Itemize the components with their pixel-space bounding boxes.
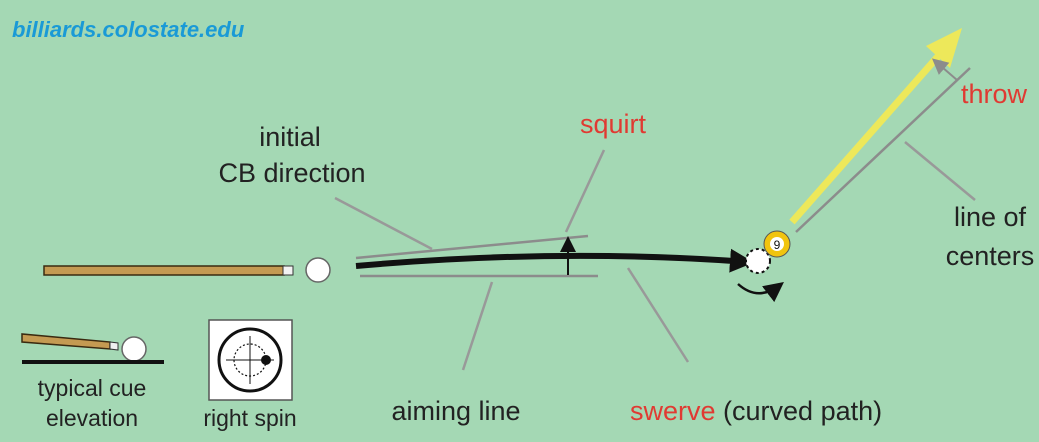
ball-number: 9 [774,238,781,252]
right-spin-inset [208,319,293,401]
throw-angle-arrow [931,58,958,81]
line-of-centers-label-line1: line of [954,202,1027,232]
cue-ball [305,257,331,283]
line-of-centers [795,67,971,233]
line-of-centers-leader [904,141,976,201]
site-credit: billiards.colostate.edu [12,17,245,42]
typical-cue-label-line2: elevation [46,405,138,431]
initial-label-line2: CB direction [218,158,365,188]
ghost-ball [745,248,771,274]
nine-ball: 9 [763,230,791,258]
aiming-line-label: aiming line [391,396,520,426]
right-spin-label: right spin [203,405,296,431]
squirt-leader [564,149,606,233]
inset-cue-ball [121,336,147,362]
throw-arrow [789,28,962,225]
initial-cb-direction-line [355,234,589,260]
initial-label-line1: initial [259,122,321,152]
throw-label: throw [961,79,1028,109]
line-of-centers-label-line2: centers [946,241,1035,271]
swerve-label: swerve (curved path) [630,396,882,426]
cue-stick [43,265,294,276]
typical-cue-label-line1: typical cue [38,375,147,401]
swerve-leader [626,267,690,363]
swerve-curved-path [355,248,754,273]
initial-direction-leader [334,196,433,251]
curved-path-words: (curved path) [716,396,883,426]
squirt-label: squirt [580,109,647,139]
swerve-word: swerve [630,396,716,426]
aiming-line-leader [461,281,494,371]
cue-elevation-inset [21,333,164,364]
spin-rotation-arrow [737,281,784,303]
tip-contact-point [261,355,271,365]
